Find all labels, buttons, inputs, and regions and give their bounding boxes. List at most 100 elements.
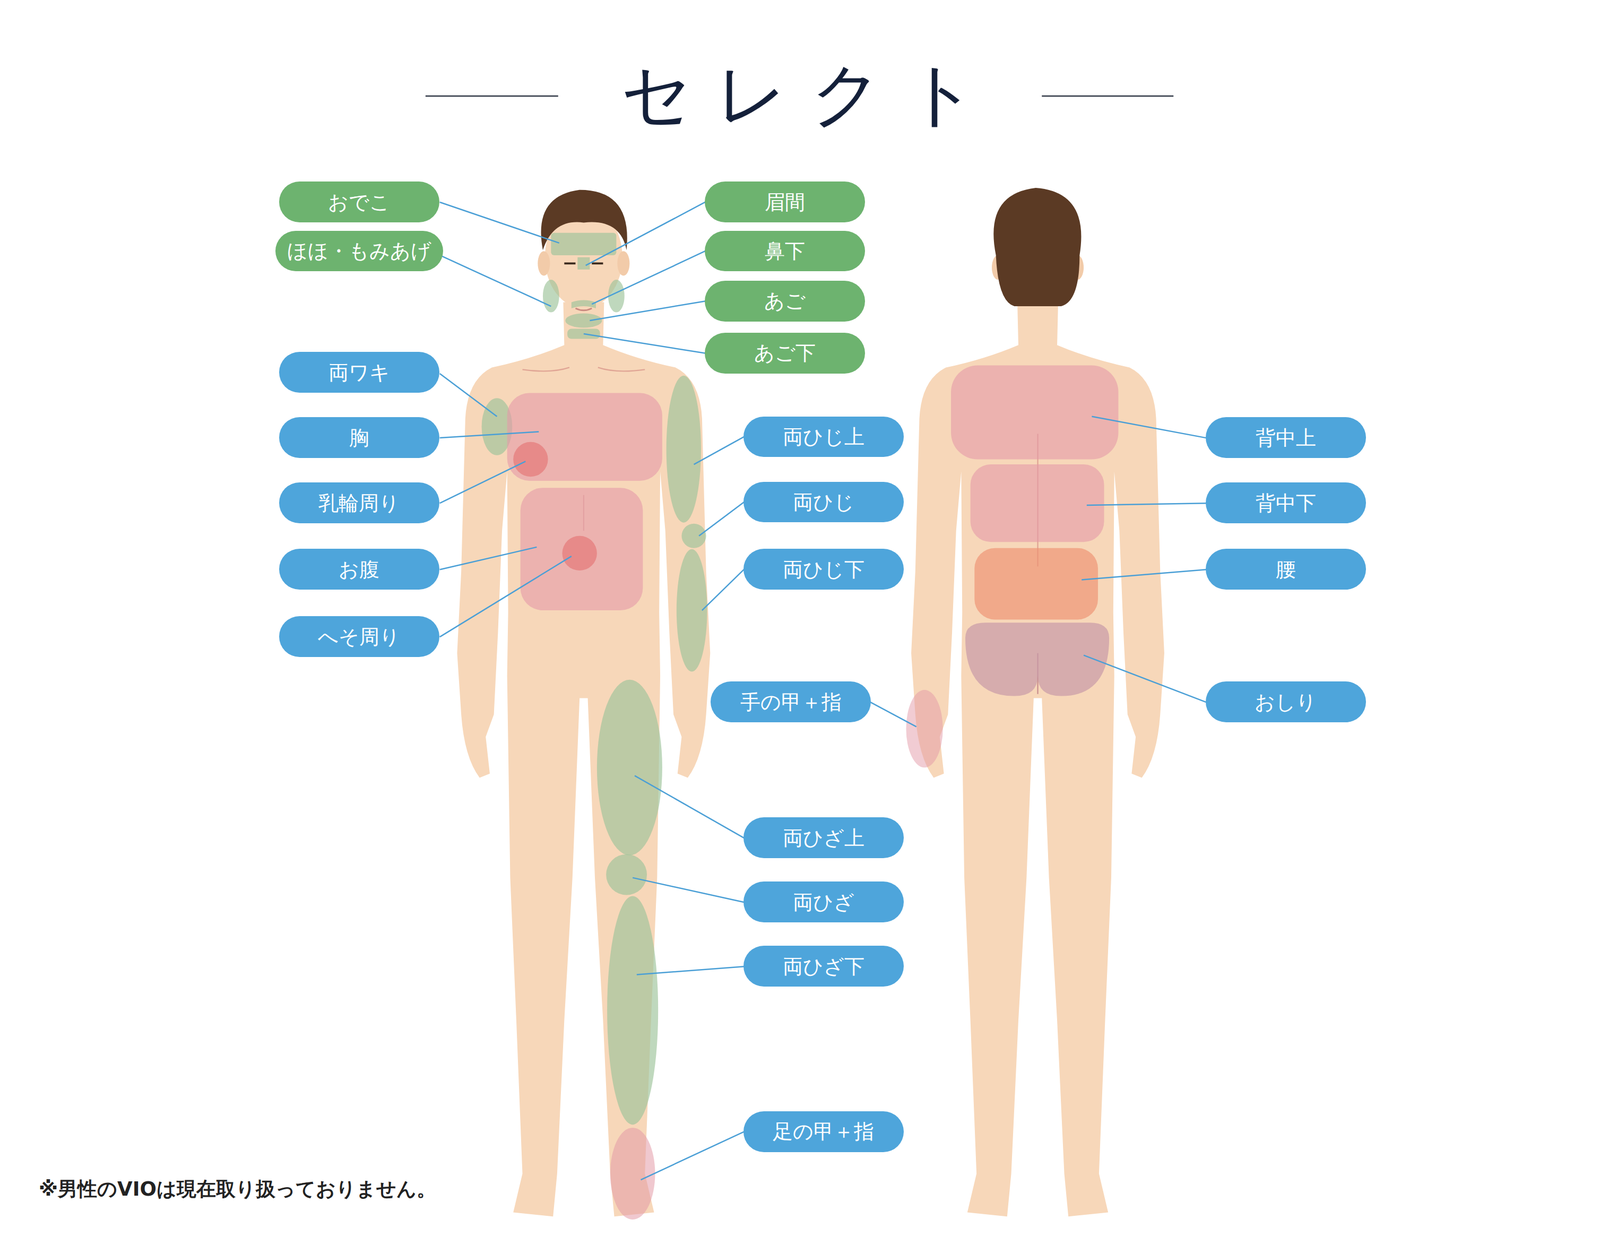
leader-line — [1083, 655, 1207, 703]
front-figure — [456, 301, 711, 1217]
region-pill: 手の甲＋指 — [710, 681, 871, 723]
leader-line — [439, 547, 538, 570]
leader-line — [702, 569, 745, 611]
pink-zones — [974, 548, 1098, 620]
pink-zones — [610, 1127, 656, 1220]
leader-line — [1091, 416, 1206, 438]
leader-line — [439, 202, 1207, 1180]
green-zones — [481, 232, 708, 1126]
green-zones — [550, 232, 617, 256]
title-rule — [1041, 95, 1174, 97]
leader-line — [870, 702, 917, 727]
leader-line — [1086, 503, 1207, 506]
region-pill: おしり — [1205, 681, 1366, 723]
pink-zones — [520, 487, 644, 611]
region-pill: 腰 — [1205, 548, 1366, 590]
leader-line — [439, 255, 552, 307]
pink-zones — [950, 365, 1119, 460]
region-name: 胸 — [349, 427, 370, 448]
green-zones — [567, 328, 601, 339]
leader-line — [694, 436, 745, 465]
region-name: おでこ — [327, 192, 391, 213]
leader-line — [439, 373, 498, 417]
leader-line — [585, 202, 706, 266]
region-name: 腰 — [1275, 559, 1296, 580]
pink-zones — [970, 464, 1105, 542]
green-zones — [565, 313, 602, 328]
leader-line — [589, 300, 705, 321]
region-pill: お腹 — [279, 548, 440, 590]
leader-line — [439, 202, 560, 244]
pink-zones — [905, 689, 943, 768]
region-name: 眉間 — [764, 192, 806, 213]
leader-line — [632, 877, 745, 903]
region-pill: 両ひざ下 — [743, 945, 904, 987]
region-name: 足の甲＋指 — [772, 1121, 875, 1142]
front-figure — [575, 308, 592, 311]
region-pill: 鼻下 — [704, 230, 866, 272]
region-name: 背中下 — [1255, 493, 1317, 514]
region-pill: ほほ・もみあげ — [275, 230, 444, 272]
pink-zones — [507, 393, 663, 481]
front-figure — [522, 367, 645, 371]
region-pill: 両ひざ — [743, 881, 904, 923]
region-name: 手の甲＋指 — [740, 692, 842, 713]
leader-line — [1081, 569, 1207, 580]
region-pill: へそ周り — [279, 616, 440, 657]
front-figure — [617, 251, 630, 276]
leader-line — [634, 775, 745, 838]
leader-line — [439, 556, 572, 637]
leader-line — [439, 431, 540, 439]
region-name: 両ひざ上 — [782, 827, 865, 849]
region-pill: 眉間 — [704, 181, 866, 223]
region-name: 鼻下 — [764, 240, 806, 262]
region-pill: 背中下 — [1205, 482, 1366, 524]
green-zones — [681, 523, 706, 549]
region-pill: あご下 — [704, 332, 866, 374]
region-name: 背中上 — [1255, 427, 1317, 448]
region-pill: 足の甲＋指 — [743, 1111, 904, 1153]
green-zones — [666, 375, 702, 523]
region-pill: 両ひじ上 — [743, 416, 904, 458]
green-zones — [577, 257, 590, 270]
leader-line — [636, 966, 745, 975]
region-name: へそ周り — [317, 626, 401, 647]
region-pill: 両ひじ下 — [743, 548, 904, 590]
footnote: ※男性のVIOは現在取り扱っておりません。 — [38, 1179, 437, 1199]
region-pill: あご — [704, 280, 866, 322]
green-zones — [607, 895, 659, 1125]
front-figure — [456, 189, 711, 1217]
region-pill: 背中上 — [1205, 417, 1366, 458]
diagram-title: セレクト — [620, 58, 1001, 129]
region-pill: おでこ — [279, 181, 440, 223]
region-pill: 乳輪周り — [279, 482, 440, 524]
back-figure — [993, 187, 1081, 307]
region-pill: 両ワキ — [279, 351, 440, 393]
back-figure — [911, 301, 1165, 1217]
front-figure — [537, 251, 550, 276]
region-name: お腹 — [338, 559, 380, 580]
title-rule — [425, 95, 559, 97]
region-name: 両ひざ — [792, 892, 855, 913]
pink-zones — [507, 365, 1119, 1220]
region-name: 両ひざ下 — [782, 956, 865, 977]
pink-zones — [965, 622, 1110, 696]
back-figure — [911, 187, 1165, 1217]
leader-line — [698, 502, 745, 536]
region-name: 両ひじ上 — [782, 426, 865, 447]
leader-line — [641, 1131, 745, 1180]
region-pill: 両ひじ — [743, 481, 904, 523]
green-zones — [542, 279, 560, 313]
green-zones — [606, 854, 647, 896]
region-name: 乳輪周り — [318, 493, 400, 514]
pink-zones — [513, 442, 548, 477]
pink-zones — [561, 535, 597, 571]
leader-line — [439, 461, 526, 504]
region-name: 両ワキ — [328, 362, 391, 383]
region-name: 両ひじ — [792, 491, 855, 513]
region-pill: 両ひざ上 — [743, 817, 904, 859]
region-name: 両ひじ下 — [782, 559, 865, 580]
region-name: ほほ・もみあげ — [287, 240, 432, 262]
region-name: おしり — [1254, 692, 1317, 713]
region-name: あご下 — [754, 342, 816, 363]
